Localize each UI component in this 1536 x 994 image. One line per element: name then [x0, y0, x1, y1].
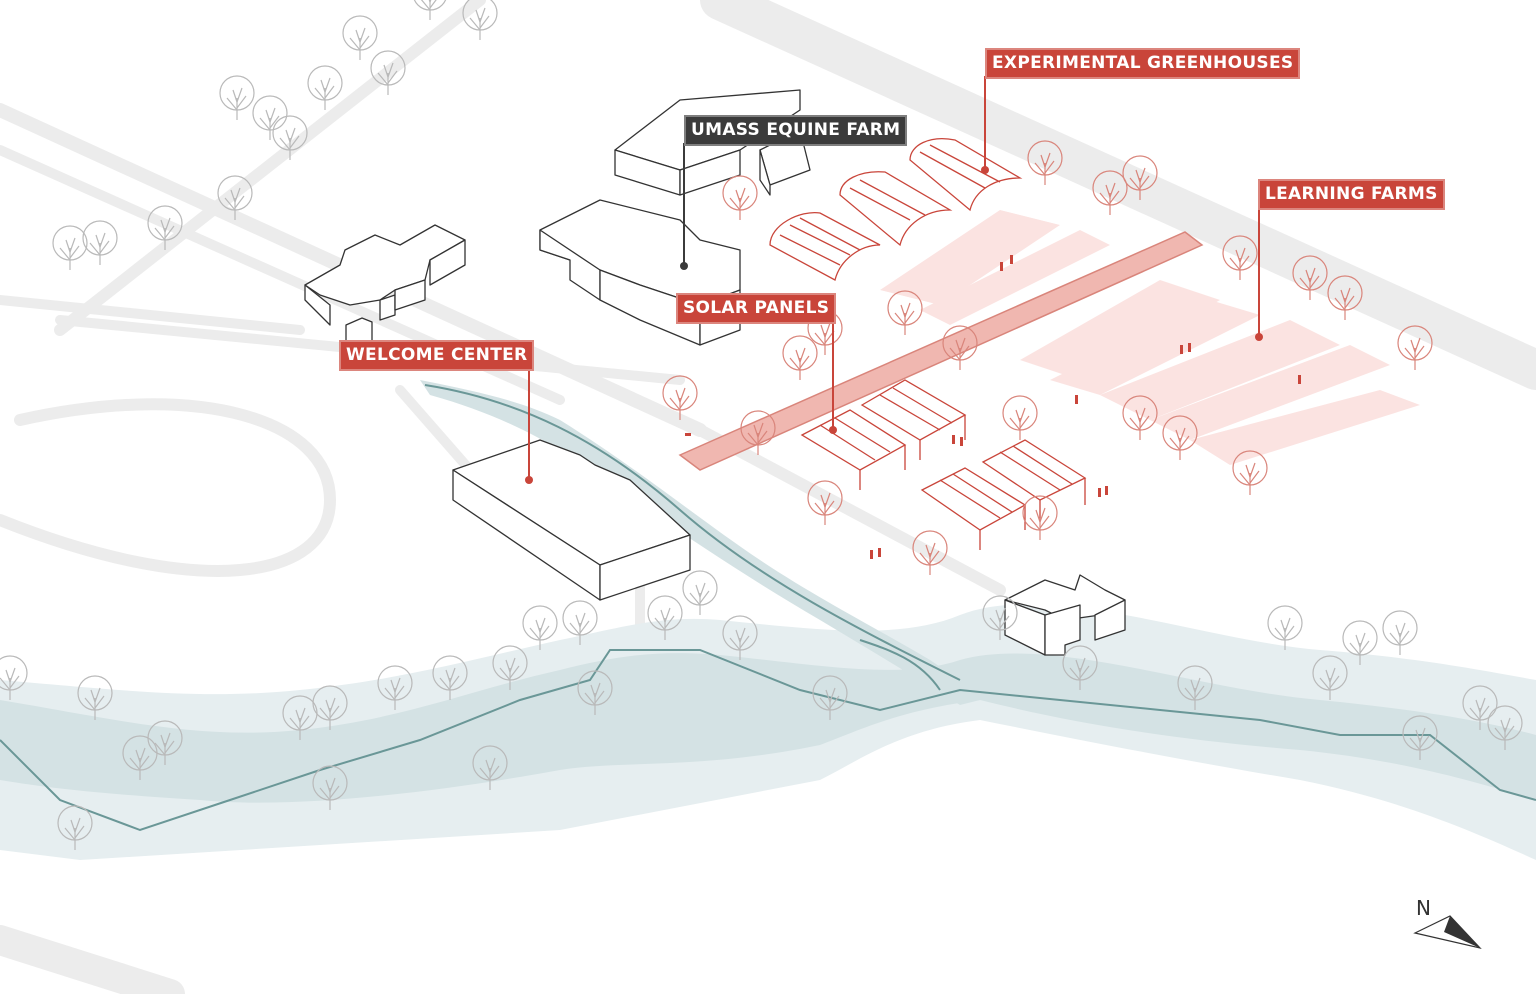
learning-farm-fields	[880, 210, 1420, 465]
label-umass-equine-farm: UMASS EQUINE FARM	[684, 115, 908, 146]
welcome-center-building	[452, 439, 691, 601]
leader-equine	[680, 143, 688, 270]
greenhouse-1	[769, 211, 881, 281]
experimental-greenhouses	[769, 138, 1023, 281]
compass-north-letter: N	[1416, 896, 1431, 920]
label-solar-panels: SOLAR PANELS	[676, 293, 837, 324]
label-learning-farms: LEARNING FARMS	[1258, 179, 1445, 210]
greenhouse-3	[909, 138, 1023, 212]
greenhouse-2	[839, 171, 953, 247]
label-welcome-center: WELCOME CENTER	[339, 340, 535, 371]
people-figures	[685, 255, 1301, 559]
river-corridor	[0, 380, 1536, 860]
leader-greenhouses	[981, 76, 989, 174]
label-experimental-greenhouses: EXPERIMENTAL GREENHOUSES	[985, 48, 1301, 79]
leader-solar	[829, 320, 837, 434]
farm-access-road	[678, 231, 1204, 471]
cross-building	[304, 224, 466, 351]
label-leader-lines	[525, 76, 1263, 484]
buildings	[304, 89, 1126, 656]
farm-service-building	[1004, 574, 1126, 656]
solar-array-4	[981, 439, 1087, 520]
leader-learning	[1255, 207, 1263, 341]
compass: N	[1410, 896, 1490, 952]
north-arrow-icon	[1413, 915, 1482, 950]
solar-array-2	[860, 379, 967, 460]
leader-welcome	[525, 368, 533, 484]
